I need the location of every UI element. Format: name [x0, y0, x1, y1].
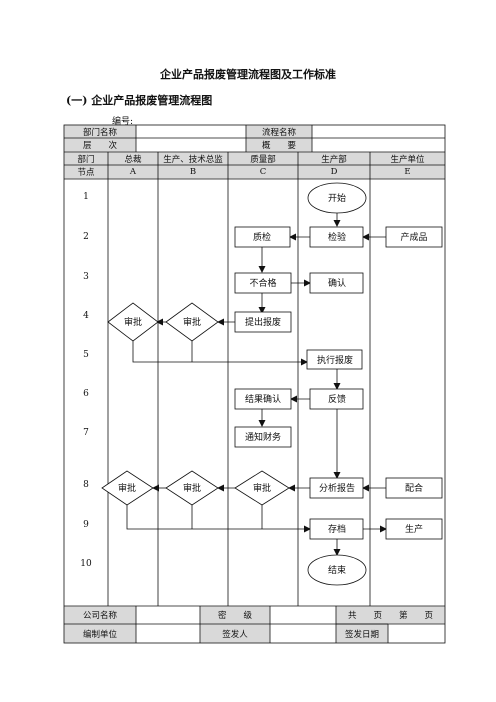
- issuer-label: 签发人: [222, 629, 248, 640]
- approve-b4-label: 审批: [183, 316, 201, 328]
- table-grid: [63, 124, 446, 644]
- secret-level-label: 密 级: [217, 611, 252, 621]
- issuer-value[interactable]: [270, 624, 336, 643]
- row-number: 2: [83, 232, 89, 242]
- process-name-label: 流程名称: [261, 127, 296, 138]
- unqualified-label: 不合格: [249, 277, 276, 289]
- serial-number-label: 编号:: [112, 117, 134, 127]
- flow-connectors: [126, 213, 387, 556]
- execute-scrap-label: 执行报废: [317, 354, 353, 366]
- node-col-d: D: [330, 167, 338, 177]
- section-subtitle: (一) 企业产品报废管理流程图: [66, 94, 213, 107]
- approve-c8-label: 审批: [253, 482, 271, 494]
- node-col-a: A: [129, 167, 137, 177]
- result-confirm-label: 结果确认: [245, 393, 281, 405]
- node-col-c: C: [259, 167, 267, 177]
- node-header-label: 节点: [77, 168, 95, 178]
- analysis-report-box: [309, 477, 364, 499]
- start-label: 开始: [328, 192, 346, 204]
- issue-date-label: 签发日期: [344, 629, 379, 640]
- row-number: 8: [83, 480, 89, 490]
- page-count: 共 页 第 页: [347, 611, 433, 621]
- cooperate-box: [385, 477, 443, 499]
- document-title: 企业产品报废管理流程图及工作标准: [160, 68, 336, 81]
- end-terminal: [307, 554, 367, 586]
- end-label: 结束: [328, 564, 346, 576]
- archive-label: 存档: [328, 523, 346, 535]
- dept-col-d: 生产部: [321, 154, 347, 165]
- approve-decision-a4: [107, 302, 159, 342]
- confirm-box: [309, 272, 364, 294]
- secret-level-value[interactable]: [270, 606, 336, 624]
- dept-col-a: 总裁: [124, 154, 142, 165]
- row-number: 10: [80, 559, 92, 569]
- company-name-label: 公司名称: [82, 611, 117, 621]
- analysis-report-label: 分析报告: [319, 482, 355, 494]
- unqualified-box: [234, 272, 292, 294]
- compiling-unit-value[interactable]: [136, 624, 200, 643]
- dept-name-value[interactable]: [136, 125, 246, 138]
- submit-scrap-label: 提出报废: [245, 316, 281, 328]
- summary-value[interactable]: [312, 138, 445, 152]
- dept-name-label: 部门名称: [82, 127, 117, 138]
- finished-product-label: 产成品: [400, 231, 427, 243]
- archive-box: [309, 518, 364, 540]
- summary-label: 概 要: [261, 141, 296, 151]
- approve-decision-a8: [101, 470, 154, 506]
- row-number: 7: [83, 428, 89, 438]
- notify-finance-label: 通知财务: [245, 431, 281, 443]
- dept-col-b: 生产、技术总监: [163, 154, 223, 165]
- execute-scrap-box: [306, 349, 363, 370]
- row-number: 3: [83, 272, 89, 282]
- cooperate-label: 配合: [405, 482, 423, 494]
- node-col-e: E: [404, 167, 411, 177]
- process-name-value[interactable]: [312, 125, 445, 138]
- row-number: 4: [83, 311, 89, 321]
- quality-check-label: 质检: [253, 231, 271, 243]
- row-number: 1: [83, 192, 89, 202]
- feedback-box: [309, 388, 364, 410]
- row-number: 6: [83, 389, 89, 399]
- inspect-label: 检验: [328, 231, 346, 243]
- approve-decision-c8: [234, 470, 290, 506]
- issue-date-value[interactable]: [388, 624, 445, 643]
- feedback-label: 反馈: [328, 393, 346, 405]
- dept-col-c: 质量部: [250, 154, 276, 165]
- produce-box: [385, 518, 443, 540]
- approve-decision-b8: [165, 470, 219, 506]
- start-terminal: [307, 182, 367, 214]
- quality-check-box: [234, 226, 291, 248]
- compiling-unit-label: 编制单位: [82, 629, 117, 640]
- row-number: 9: [83, 520, 89, 530]
- approve-a8-label: 审批: [118, 482, 136, 494]
- inspect-box: [309, 226, 364, 248]
- node-col-b: B: [189, 167, 197, 177]
- level-label: 层 次: [82, 141, 117, 151]
- dept-header-label: 部门: [77, 154, 95, 165]
- company-name-value[interactable]: [136, 606, 200, 624]
- approve-a4-label: 审批: [124, 316, 142, 328]
- level-value[interactable]: [136, 138, 246, 152]
- result-confirm-box: [234, 388, 292, 410]
- produce-label: 生产: [405, 523, 423, 535]
- confirm-label: 确认: [328, 277, 346, 289]
- finished-product-box: [385, 226, 443, 248]
- approve-b8-label: 审批: [183, 482, 201, 494]
- row-number: 5: [83, 350, 89, 360]
- approve-decision-b4: [165, 302, 219, 342]
- dept-col-e: 生产单位: [390, 154, 425, 165]
- notify-finance-box: [234, 426, 292, 448]
- submit-scrap-box: [234, 311, 292, 333]
